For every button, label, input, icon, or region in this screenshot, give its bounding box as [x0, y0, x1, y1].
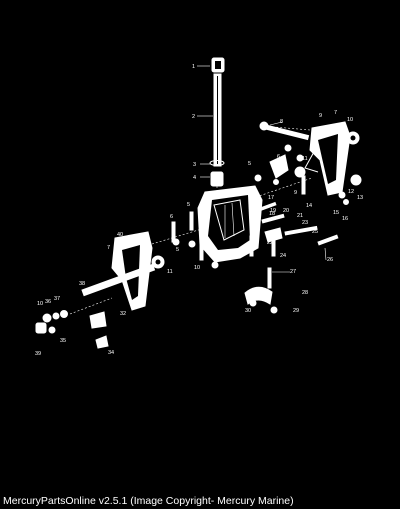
callout-20: 20 [283, 208, 289, 214]
callout-23: 23 [302, 220, 308, 226]
callout-10: 10 [347, 117, 353, 123]
callout-17: 17 [268, 195, 274, 201]
callout-30: 30 [245, 308, 251, 314]
callout-38: 38 [79, 281, 85, 287]
callout-27: 27 [290, 269, 296, 275]
hardware [35, 131, 362, 349]
callout-5: 5 [248, 161, 251, 167]
callout-29: 29 [293, 308, 299, 314]
top-nut [211, 57, 225, 73]
callout-7: 7 [334, 110, 337, 116]
callout-40: 40 [117, 232, 123, 238]
callout-6b: 6 [170, 214, 173, 220]
callout-34: 34 [108, 350, 114, 356]
callout-labels: 1 2 3 4 5 5 5 6 6 7 7 8 9 9 10 10 10 11 … [35, 64, 363, 357]
callout-31: 31 [235, 252, 241, 258]
callout-11: 11 [302, 156, 308, 162]
callout-22: 22 [267, 240, 273, 246]
callout-26: 26 [327, 257, 333, 263]
callout-19: 19 [270, 208, 276, 214]
callout-12: 12 [348, 189, 354, 195]
callout-32: 32 [120, 311, 126, 317]
callout-25: 25 [312, 229, 318, 235]
swivel-bracket [197, 185, 263, 263]
tilt-bolt-right [259, 121, 310, 141]
callout-13: 13 [357, 195, 363, 201]
callout-5c: 5 [176, 247, 179, 253]
right-clamp-bracket [304, 121, 351, 196]
callout-36: 36 [45, 299, 51, 305]
callout-24: 24 [280, 253, 286, 259]
tilt-tube [81, 263, 156, 297]
parts-diagram: 1 2 3 4 5 5 5 6 6 7 7 8 9 9 10 10 10 11 … [35, 57, 363, 357]
callout-4: 4 [193, 175, 196, 181]
callout-28: 28 [302, 290, 308, 296]
callout-33: 33 [100, 322, 106, 328]
callout-5b: 5 [187, 202, 190, 208]
callout-10b: 10 [194, 265, 200, 271]
callout-9b: 9 [294, 190, 297, 196]
callout-11b: 11 [167, 269, 173, 275]
callout-1: 1 [192, 64, 195, 70]
callout-15: 15 [333, 210, 339, 216]
callout-18: 18 [269, 211, 275, 217]
callout-6: 6 [277, 154, 280, 160]
callout-14: 14 [306, 203, 312, 209]
leader-lines [69, 65, 327, 315]
long-stud [213, 73, 222, 167]
callout-21: 21 [297, 213, 303, 219]
callout-39: 39 [35, 351, 41, 357]
callout-3: 3 [193, 162, 196, 168]
callout-35: 35 [60, 338, 66, 344]
callout-16: 16 [342, 216, 348, 222]
callout-9: 9 [319, 113, 322, 119]
callout-10c: 10 [37, 301, 43, 307]
callout-8: 8 [280, 119, 283, 125]
callout-2: 2 [192, 114, 195, 120]
callout-37: 37 [54, 296, 60, 302]
copyright-caption: MercuryPartsOnline v2.5.1 (Image Copyrig… [3, 495, 294, 507]
callout-7b: 7 [107, 245, 110, 251]
